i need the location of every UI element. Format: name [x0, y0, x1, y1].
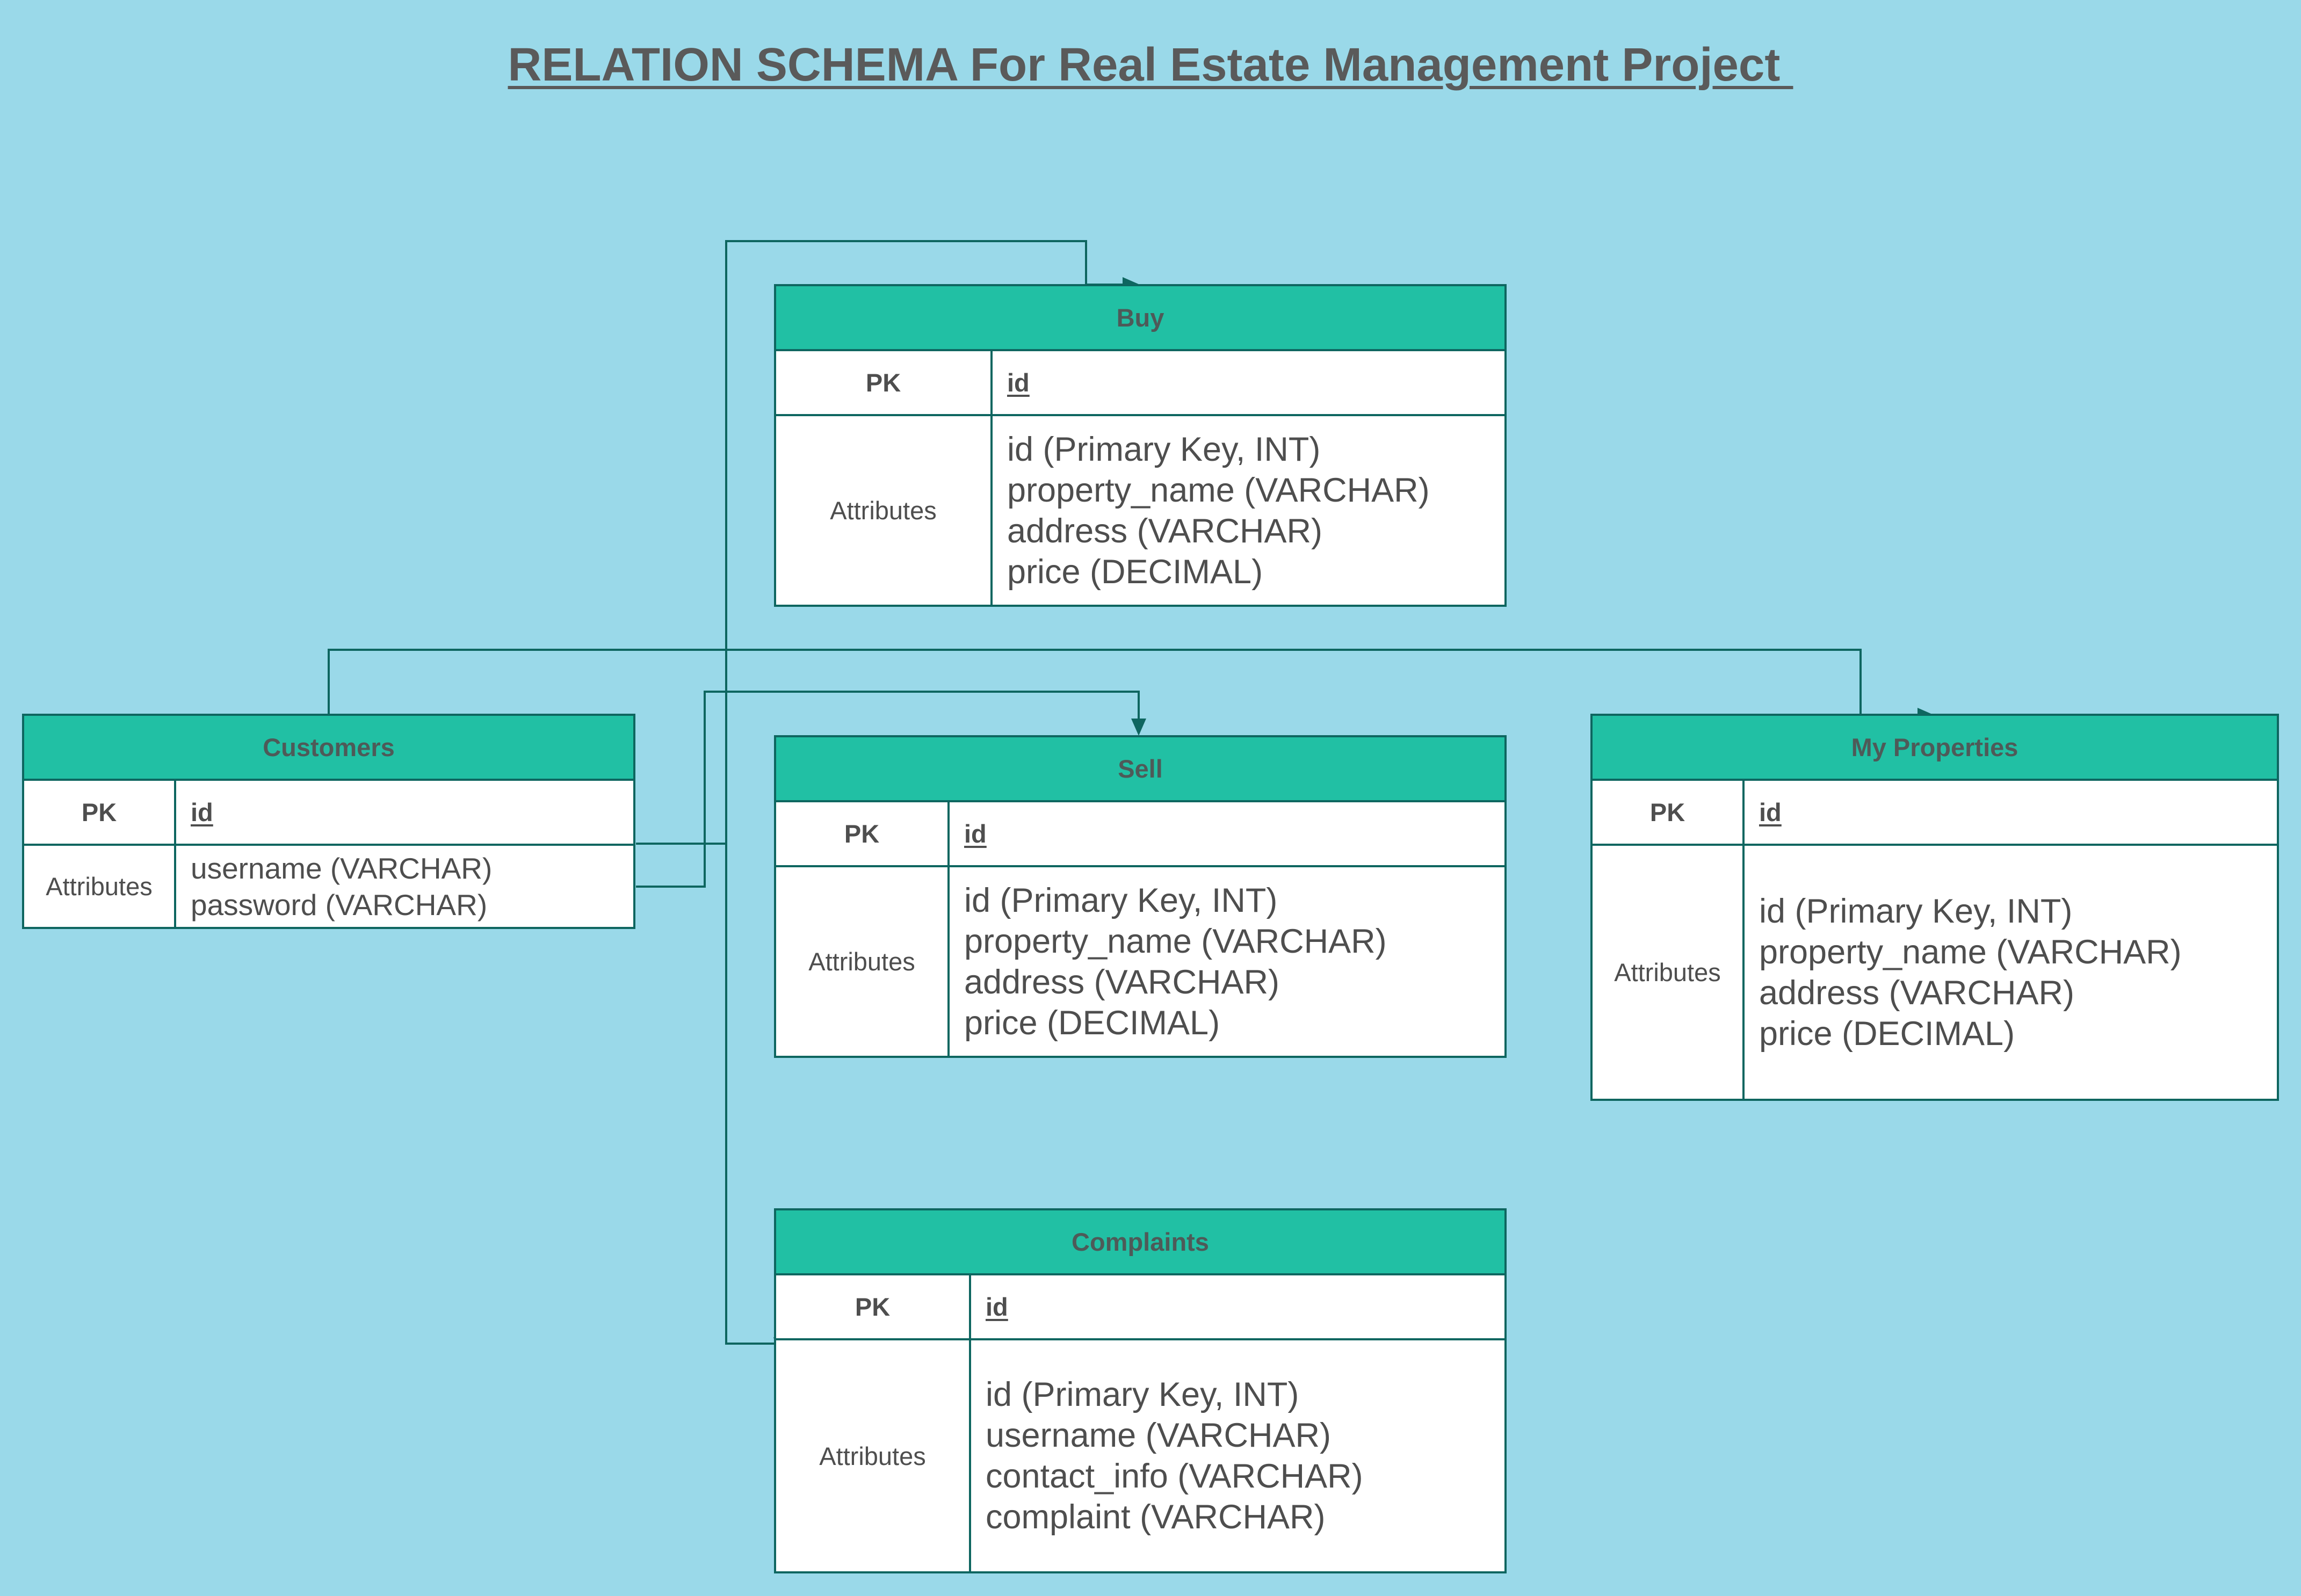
entity-my-properties: My Properties PK id Attributes id (Prima… — [1590, 714, 2279, 1101]
attribute-list: id (Primary Key, INT) property_name (VAR… — [1007, 416, 1504, 605]
attribute-item: id (Primary Key, INT) — [1759, 892, 2073, 930]
pk-value: id — [964, 819, 987, 848]
attribute-item: password (VARCHAR) — [191, 888, 488, 922]
attribute-list: username (VARCHAR) password (VARCHAR) — [191, 846, 633, 927]
attribute-item: address (VARCHAR) — [1007, 512, 1322, 550]
connector-customers-my-properties — [328, 649, 1926, 716]
column-divider — [990, 351, 993, 605]
column-divider — [1742, 781, 1745, 1099]
entity-complaints-pk-row: PK id — [776, 1275, 1504, 1340]
attribute-item: property_name (VARCHAR) — [964, 922, 1387, 960]
pk-label: PK — [81, 798, 117, 826]
attribute-list: id (Primary Key, INT) property_name (VAR… — [964, 867, 1504, 1056]
entity-my-properties-header: My Properties — [1593, 716, 2277, 781]
column-divider — [174, 781, 176, 927]
attributes-label: Attributes — [830, 496, 937, 525]
entity-buy-header: Buy — [776, 286, 1504, 351]
attribute-item: username (VARCHAR) — [986, 1417, 1331, 1454]
pk-label: PK — [865, 368, 901, 397]
attribute-item: address (VARCHAR) — [1759, 974, 2074, 1012]
attributes-label: Attributes — [819, 1441, 926, 1470]
entity-sell-pk-row: PK id — [776, 802, 1504, 867]
attribute-item: address (VARCHAR) — [964, 963, 1279, 1001]
pk-value: id — [986, 1293, 1008, 1321]
entity-customers-pk-row: PK id — [24, 781, 633, 846]
entity-sell-header: Sell — [776, 737, 1504, 802]
entity-complaints: Complaints PK id Attributes id (Primary … — [774, 1208, 1507, 1573]
entity-customers-header: Customers — [24, 716, 633, 781]
attribute-list: id (Primary Key, INT) username (VARCHAR)… — [986, 1340, 1504, 1571]
pk-value: id — [1759, 798, 1782, 826]
attributes-label: Attributes — [46, 872, 153, 901]
diagram-title: RELATION SCHEMA For Real Estate Manageme… — [508, 39, 1793, 91]
pk-label: PK — [855, 1293, 891, 1321]
attribute-item: price (DECIMAL) — [1007, 553, 1263, 591]
attribute-list: id (Primary Key, INT) property_name (VAR… — [1759, 846, 2277, 1099]
arrow-to-sell — [1131, 719, 1146, 736]
pk-label: PK — [1649, 798, 1685, 826]
attribute-item: id (Primary Key, INT) — [986, 1376, 1299, 1413]
attributes-label: Attributes — [1614, 958, 1721, 986]
entity-sell: Sell PK id Attributes id (Primary Key, I… — [774, 735, 1507, 1058]
entity-buy: Buy PK id Attributes id (Primary Key, IN… — [774, 284, 1507, 607]
attribute-item: id (Primary Key, INT) — [964, 881, 1278, 919]
entity-complaints-header: Complaints — [776, 1210, 1504, 1275]
pk-label: PK — [844, 819, 880, 848]
attribute-item: property_name (VARCHAR) — [1759, 933, 2182, 971]
connector-customers-sell — [636, 691, 1140, 888]
column-divider — [969, 1275, 971, 1571]
pk-value: id — [191, 798, 213, 826]
attribute-item: complaint (VARCHAR) — [986, 1498, 1326, 1536]
attributes-label: Attributes — [808, 947, 915, 976]
attribute-item: price (DECIMAL) — [964, 1004, 1220, 1042]
entity-customers: Customers PK id Attributes username (VAR… — [22, 714, 635, 929]
attribute-item: id (Primary Key, INT) — [1007, 430, 1321, 468]
attribute-item: property_name (VARCHAR) — [1007, 471, 1430, 509]
entity-buy-pk-row: PK id — [776, 351, 1504, 416]
column-divider — [947, 802, 950, 1056]
pk-value: id — [1007, 368, 1030, 397]
entity-my-properties-pk-row: PK id — [1593, 781, 2277, 846]
attribute-item: contact_info (VARCHAR) — [986, 1457, 1363, 1495]
attribute-item: price (DECIMAL) — [1759, 1014, 2015, 1053]
attribute-item: username (VARCHAR) — [191, 851, 493, 885]
connector-customers-complaints — [725, 844, 780, 1345]
